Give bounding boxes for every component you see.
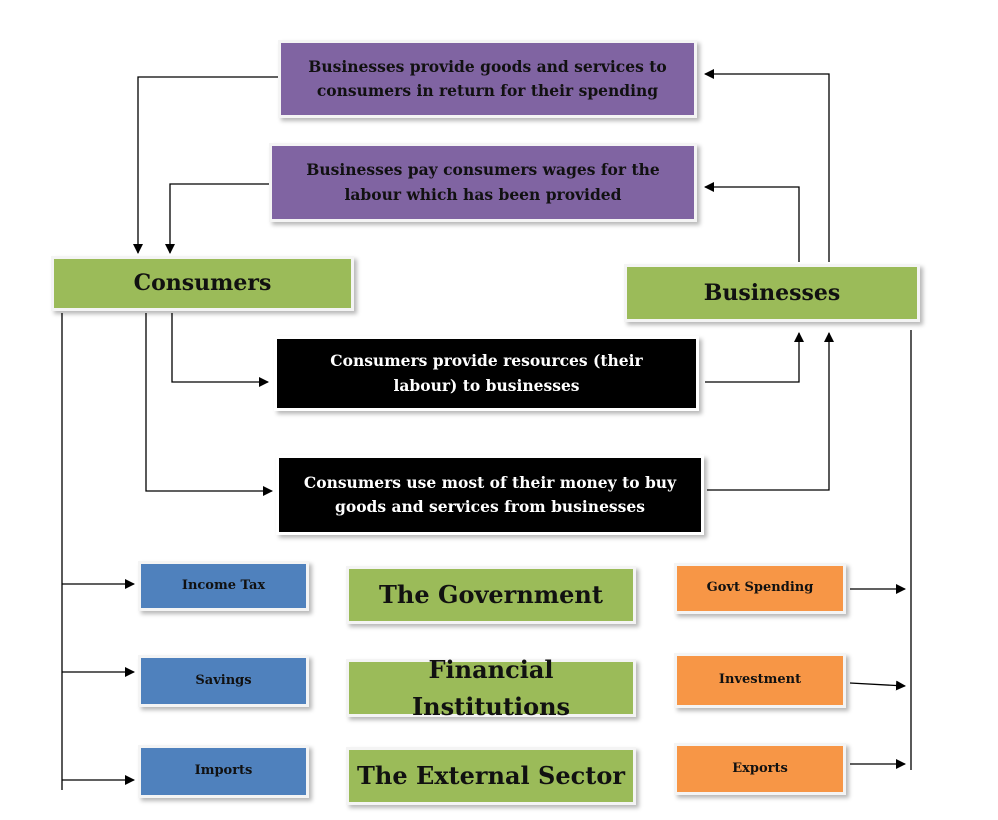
exports-label: Exports	[732, 760, 788, 776]
imports-box: Imports	[138, 745, 309, 798]
wages-text: Businesses pay consumers wages for the l…	[306, 160, 660, 204]
government-box: The Government	[346, 566, 636, 624]
spending-box: Consumers use most of their money to buy…	[276, 455, 704, 535]
arrow-consumers-to-labour	[171, 313, 269, 387]
arrow-businesses-to-goods	[704, 69, 830, 262]
spending-text: Consumers use most of their money to buy…	[303, 472, 677, 516]
external-sector-label: The External Sector	[357, 761, 625, 791]
govt-spending-box: Govt Spending	[674, 563, 846, 614]
arrow-consumers-to-spending	[145, 313, 273, 496]
arrow-spending-to-businesses	[707, 332, 834, 491]
consumers-box: Consumers	[51, 256, 354, 311]
arrow-from-investment	[849, 680, 906, 691]
financial-institutions-label: Financial Institutions	[411, 654, 571, 721]
consumers-label: Consumers	[133, 270, 272, 297]
goods-and-services-text: Businesses provide goods and services to…	[308, 56, 667, 100]
businesses-box: Businesses	[624, 264, 920, 322]
goods-and-services-box: Businesses provide goods and services to…	[278, 40, 697, 118]
exports-box: Exports	[674, 743, 846, 795]
imports-label: Imports	[194, 763, 253, 779]
financial-institutions-box: Financial Institutions	[346, 655, 636, 721]
arrow-goods-to-consumers	[133, 76, 278, 254]
government-label: The Government	[379, 580, 603, 610]
businesses-label: Businesses	[703, 279, 841, 306]
arrow-wages-to-consumers	[165, 183, 269, 254]
investment-label: Investment	[718, 672, 802, 688]
savings-box: Savings	[138, 655, 309, 707]
labour-text: Consumers provide resources (their labou…	[330, 351, 643, 395]
income-tax-label: Income Tax	[181, 577, 266, 593]
external-sector-box: The External Sector	[346, 747, 636, 805]
arrow-labour-to-businesses	[705, 332, 804, 383]
govt-spending-label: Govt Spending	[706, 580, 814, 596]
arrow-businesses-to-wages	[704, 182, 800, 262]
investment-box: Investment	[674, 653, 846, 708]
income-tax-box: Income Tax	[138, 561, 309, 611]
savings-label: Savings	[195, 672, 252, 688]
wages-box: Businesses pay consumers wages for the l…	[269, 143, 697, 222]
labour-box: Consumers provide resources (their labou…	[274, 336, 699, 411]
